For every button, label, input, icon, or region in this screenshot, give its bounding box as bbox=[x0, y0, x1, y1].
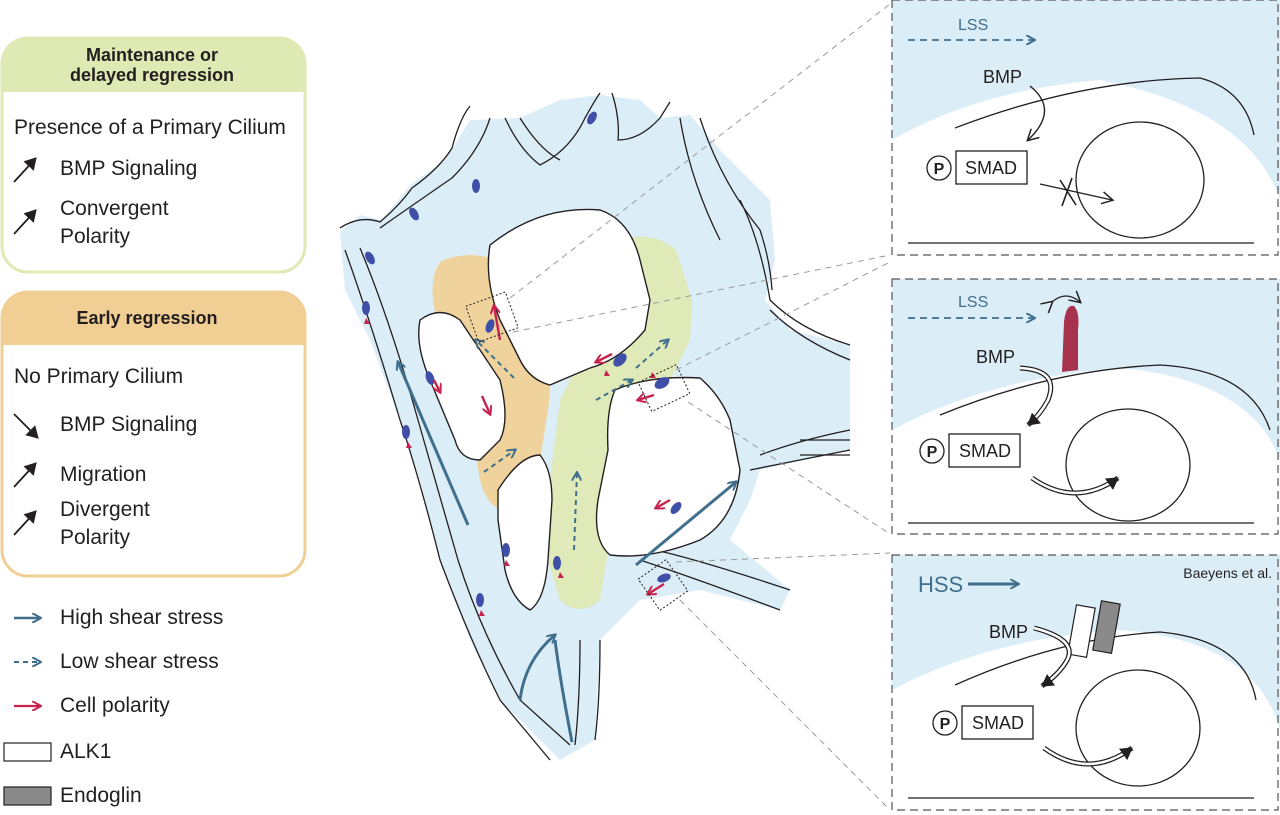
panel3-smad: SMAD bbox=[972, 713, 1024, 733]
panel3-bmp: BMP bbox=[989, 622, 1028, 642]
maintenance-item-polarity: Polarity bbox=[60, 225, 131, 248]
maintenance-item-bmp: BMP Signaling bbox=[60, 157, 197, 180]
panel2-bmp: BMP bbox=[976, 347, 1015, 367]
up-right-arrow-icon bbox=[13, 157, 37, 183]
panel1-p: P bbox=[934, 161, 945, 178]
vessel-walls bbox=[339, 92, 851, 761]
nuclear-translocation-arrow-icon bbox=[1031, 476, 1119, 495]
early-item-polarity: Polarity bbox=[60, 526, 131, 549]
panel-hss: HSS Baeyens et al. BMP P SMAD bbox=[891, 554, 1280, 811]
panel3-citation: Baeyens et al. bbox=[1183, 565, 1272, 581]
legend-low-shear: Low shear stress bbox=[60, 650, 219, 673]
up-right-arrow-icon bbox=[13, 510, 37, 536]
up-right-arrow-icon bbox=[13, 462, 37, 488]
early-regression-card: Early regression No Primary Cilium BMP S… bbox=[0, 290, 307, 578]
nuclear-translocation-arrow-icon bbox=[1043, 746, 1133, 766]
legend-high-shear: High shear stress bbox=[60, 606, 223, 629]
panel3-p: P bbox=[940, 716, 951, 733]
panel1-flow-label: LSS bbox=[958, 17, 988, 34]
primary-cilium-icon bbox=[1062, 305, 1079, 372]
endoglin-receptor-icon bbox=[1092, 600, 1121, 655]
bmp-arrow-icon bbox=[1033, 626, 1071, 688]
early-regression-title: Early regression bbox=[76, 308, 217, 328]
panel3-flow-label: HSS bbox=[918, 572, 963, 597]
maintenance-title-line1: Maintenance or bbox=[86, 45, 218, 65]
bmp-arrow-icon bbox=[1019, 366, 1052, 426]
legend-alk1: ALK1 bbox=[60, 740, 111, 763]
blocked-arrow-icon bbox=[1039, 183, 1115, 205]
high-shear-arrows bbox=[398, 362, 736, 743]
endoglin-swatch bbox=[3, 786, 52, 806]
maintenance-card: Maintenance or delayed regression Presen… bbox=[0, 36, 307, 274]
early-item-migration: Migration bbox=[60, 463, 146, 486]
down-right-arrow-icon bbox=[13, 413, 39, 439]
maintenance-item-convergent: Convergent bbox=[60, 197, 169, 220]
endothelial-nuclei bbox=[362, 111, 682, 607]
panel1-smad: SMAD bbox=[965, 158, 1017, 178]
zoom-connectors bbox=[509, 3, 891, 811]
maintenance-item-cilium: Presence of a Primary Cilium bbox=[14, 116, 286, 139]
block-cross-icon bbox=[1059, 177, 1077, 207]
legend-cell-polarity: Cell polarity bbox=[60, 694, 170, 717]
cilium-motion-icon bbox=[1040, 290, 1082, 314]
early-item-bmp: BMP Signaling bbox=[60, 413, 197, 436]
alk1-receptor-icon bbox=[1067, 604, 1096, 659]
early-item-no-cilium: No Primary Cilium bbox=[14, 365, 183, 388]
panel1-bmp: BMP bbox=[983, 67, 1022, 87]
panel-lss-cilium: LSS BMP P SMAD bbox=[891, 278, 1280, 535]
panel2-p: P bbox=[927, 444, 938, 461]
tissue-islands bbox=[418, 208, 741, 611]
panel2-smad: SMAD bbox=[959, 441, 1011, 461]
legend-endoglin: Endoglin bbox=[60, 784, 142, 807]
alk1-swatch bbox=[3, 742, 52, 762]
vessel-network bbox=[339, 3, 891, 811]
panel-lss-no-cilium: LSS BMP P SMAD bbox=[891, 0, 1280, 256]
panel2-flow-label: LSS bbox=[958, 294, 988, 311]
legend: High shear stress Low shear stress Cell … bbox=[3, 606, 223, 807]
up-right-arrow-icon bbox=[13, 209, 37, 235]
bmp-arrow-icon bbox=[1026, 85, 1046, 142]
early-item-divergent: Divergent bbox=[60, 498, 150, 521]
maintenance-title-line2: delayed regression bbox=[70, 65, 234, 85]
low-shear-arrows bbox=[476, 340, 668, 551]
